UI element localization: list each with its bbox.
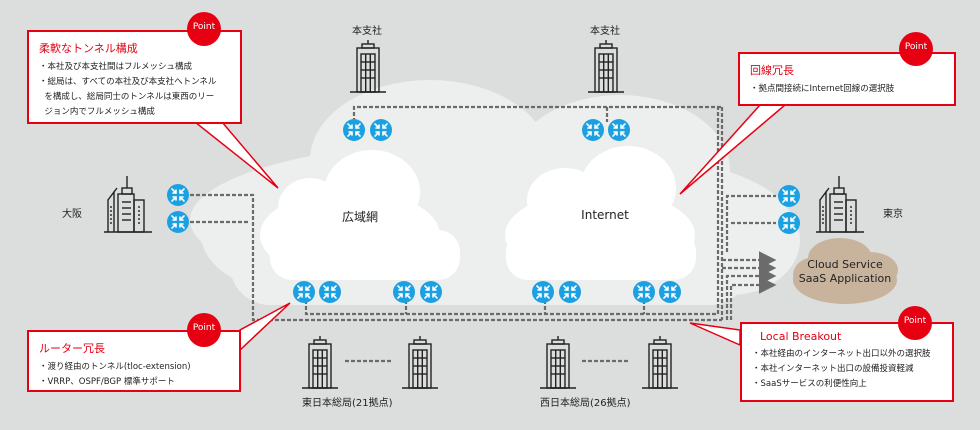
headquarters-building-icon	[103, 175, 153, 233]
point-badge: Point	[898, 306, 932, 340]
local-breakout-line: ・SaaSサービスの利便性向上	[752, 379, 867, 389]
point-badge: Point	[899, 32, 933, 66]
internet-cloud	[505, 146, 696, 280]
headquarters-building-icon	[815, 175, 865, 233]
tunnel-callout-line: を構成し、総局同士のトンネルは東西のリー	[39, 92, 215, 102]
wan-cloud-label: 広域網	[341, 210, 378, 224]
router-icon	[318, 280, 342, 304]
line-redundancy-line: ・拠点間接続にInternet回線の選択肢	[750, 84, 895, 94]
tunnel-callout-line: ジョン内でフルメッシュ構成	[39, 107, 155, 117]
tunnel-lines	[190, 105, 777, 363]
saas-cloud-label: Cloud Service SaaS Application	[790, 258, 900, 286]
office-building-icon	[301, 335, 339, 389]
tunnel-callout-line: ・総局は、すべての本社及び本支社へトンネル	[39, 77, 217, 87]
router-icon	[607, 118, 631, 142]
west-region-label: 西日本総局(26拠点)	[540, 398, 631, 409]
router-redundancy-line: ・渡り経由のトンネル(tloc-extension)	[39, 362, 191, 372]
wan-cloud	[260, 150, 460, 280]
router-icon	[658, 280, 682, 304]
local-breakout-line: ・本社インターネット出口の設備投資軽減	[752, 364, 914, 374]
router-icon	[392, 280, 416, 304]
saas-label-line1: Cloud Service	[807, 258, 883, 271]
local-breakout-line: ・本社経由のインターネット出口以外の選択肢	[752, 349, 931, 359]
east-region-label: 東日本総局(21拠点)	[302, 398, 393, 409]
router-redundancy-title: ルーター冗長	[39, 342, 105, 355]
tokyo-label: 東京	[883, 209, 903, 220]
router-icon	[369, 118, 393, 142]
office-building-icon	[587, 39, 625, 93]
saas-cloud	[793, 238, 898, 304]
router-icon	[342, 118, 366, 142]
tunnel-callout-line: ・本社及び本支社間はフルメッシュ構成	[39, 62, 193, 72]
office-building-icon	[401, 335, 439, 389]
router-icon	[581, 118, 605, 142]
point-badge: Point	[187, 12, 221, 46]
router-icon	[292, 280, 316, 304]
router-icon	[558, 280, 582, 304]
router-icon	[166, 183, 190, 207]
internet-cloud-label: Internet	[581, 208, 629, 222]
saas-label-line2: SaaS Application	[798, 272, 892, 285]
router-icon	[531, 280, 555, 304]
breakout-callout-pointer	[689, 322, 741, 347]
router-callout-pointer	[239, 302, 291, 352]
router-icon	[777, 184, 801, 208]
office-building-icon	[539, 335, 577, 389]
point-badge: Point	[187, 313, 221, 347]
office-building-icon	[349, 39, 387, 93]
osaka-label: 大阪	[62, 209, 82, 220]
router-icon	[777, 211, 801, 235]
tunnel-callout-title: 柔軟なトンネル構成	[39, 42, 138, 55]
branch-label-left: 本支社	[352, 26, 382, 37]
line-redundancy-title: 回線冗長	[750, 64, 794, 77]
office-building-icon	[641, 335, 679, 389]
router-icon	[632, 280, 656, 304]
router-icon	[166, 210, 190, 234]
router-redundancy-line: ・VRRP、OSPF/BGP 標準サポート	[39, 377, 175, 387]
router-icon	[419, 280, 443, 304]
branch-label-right: 本支社	[590, 26, 620, 37]
local-breakout-title: Local Breakout	[760, 330, 842, 343]
